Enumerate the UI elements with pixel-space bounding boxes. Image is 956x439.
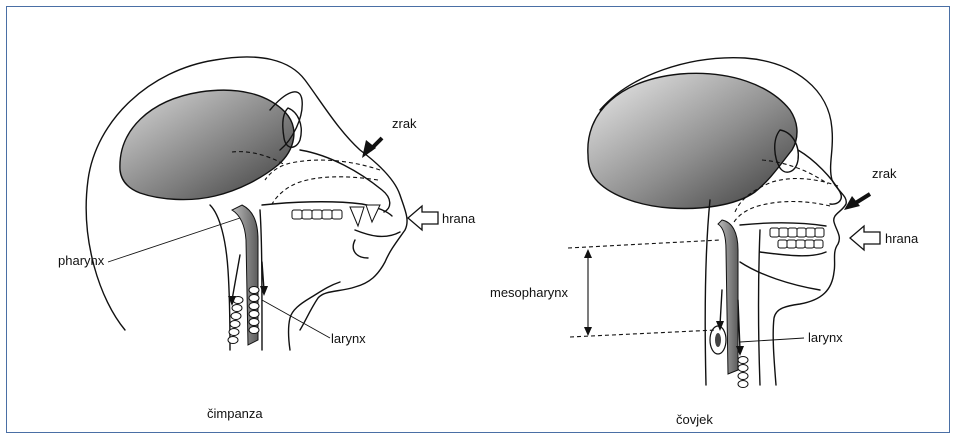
human-skull bbox=[588, 73, 797, 208]
mesopharynx-bracket bbox=[568, 240, 720, 337]
chimp-skull bbox=[120, 90, 294, 199]
chimpanzee-head bbox=[86, 57, 407, 350]
chimp-caption: čimpanza bbox=[207, 406, 263, 421]
chimp-air-arrow bbox=[362, 138, 382, 158]
human-label-larynx: larynx bbox=[808, 330, 843, 345]
human-caption: čovjek bbox=[676, 412, 713, 427]
chimp-label-pharynx: pharynx bbox=[58, 253, 105, 268]
chimp-label-larynx: larynx bbox=[331, 331, 366, 346]
human-teeth bbox=[770, 228, 824, 248]
human-air-arrow bbox=[844, 194, 870, 210]
human-label-food: hrana bbox=[885, 231, 919, 246]
chimp-food-arrow bbox=[408, 206, 438, 230]
chimp-label-food: hrana bbox=[442, 211, 476, 226]
human-label-mesopharynx: mesopharynx bbox=[490, 285, 569, 300]
human-trachea bbox=[738, 357, 748, 388]
human-label-air: zrak bbox=[872, 166, 897, 181]
chimp-pharynx-pointer bbox=[108, 218, 240, 262]
human-food-arrow bbox=[850, 226, 880, 250]
human-larynx-pointer bbox=[740, 338, 804, 342]
chimp-teeth bbox=[292, 205, 380, 226]
chimp-label-air: zrak bbox=[392, 116, 417, 131]
chimp-larynx-pointer bbox=[262, 300, 330, 338]
